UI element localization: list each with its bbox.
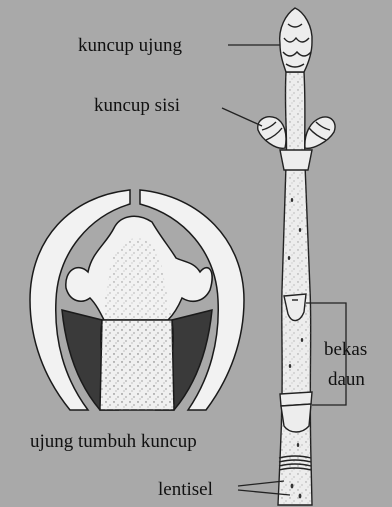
- twig: [258, 8, 335, 505]
- label-leaf-scar-2: daun: [328, 370, 365, 389]
- label-terminal-bud: kuncup ujung: [78, 36, 182, 55]
- bud-cross-section: [30, 190, 244, 410]
- label-leaf-scar-1: bekas: [324, 340, 367, 359]
- leaf-scar-lower: [280, 392, 312, 432]
- label-lateral-bud: kuncup sisi: [94, 96, 180, 115]
- label-bud-section: ujung tumbuh kuncup: [30, 432, 197, 451]
- label-lenticel: lentisel: [158, 480, 213, 499]
- lateral-bud-left: [258, 117, 286, 149]
- terminal-bud: [280, 8, 312, 72]
- lateral-bud-right: [305, 117, 335, 148]
